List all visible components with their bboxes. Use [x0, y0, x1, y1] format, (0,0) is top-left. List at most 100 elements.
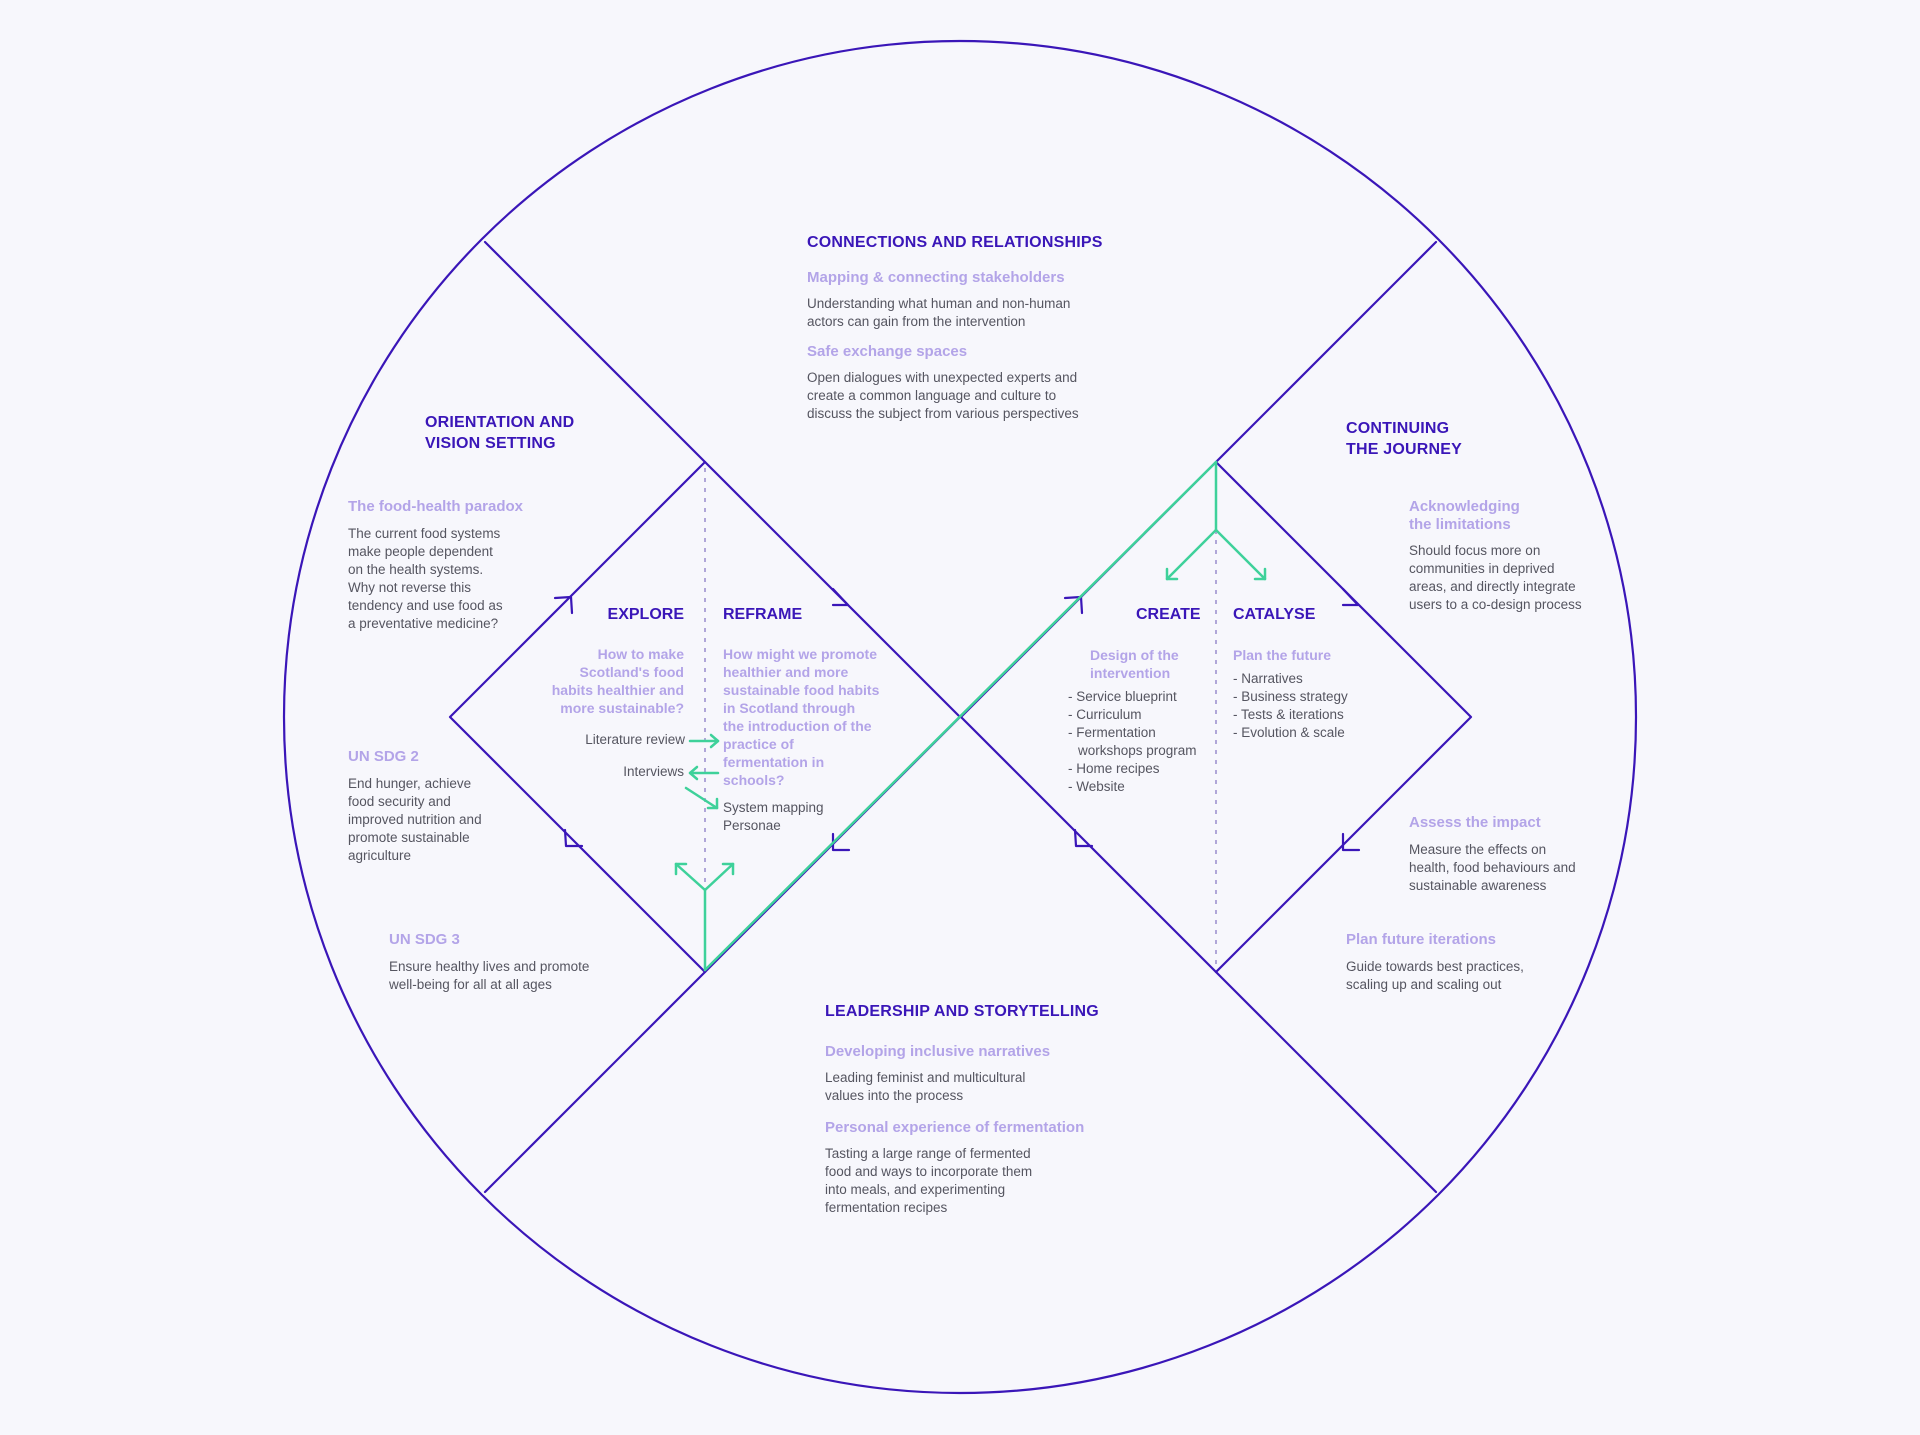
edge-arrow-icon: [1341, 832, 1361, 852]
arrow-icon: [674, 862, 688, 876]
list-item: Home recipes: [1068, 760, 1197, 778]
list-item: Fermentation: [1068, 724, 1197, 742]
body-line: well-being for all at all ages: [389, 977, 552, 992]
acknowledging-limitations-block: Acknowledging the limitations Should foc…: [1409, 498, 1619, 614]
arrow-right-icon: [709, 733, 720, 749]
divider-bottom-left: [483, 970, 707, 1194]
body-line: food security and: [348, 794, 451, 809]
assess-impact-subtitle: Assess the impact: [1409, 814, 1541, 831]
body-line: communities in deprived: [1409, 561, 1555, 576]
arrow-icon: [706, 797, 719, 810]
body-line: sustainable awareness: [1409, 878, 1547, 893]
question-line: practice of: [723, 736, 794, 752]
edge-arrow-icon: [831, 832, 851, 852]
question-line: fermentation in: [723, 754, 825, 770]
create-items: Service blueprint Curriculum Fermentatio…: [1068, 688, 1197, 796]
leadership-section: LEADERSHIP AND STORYTELLING Developing i…: [825, 1001, 1145, 1217]
reframe-label: REFRAME: [723, 606, 803, 623]
body-line: Open dialogues with unexpected experts a…: [807, 370, 1078, 385]
divider-top-right: [1214, 240, 1438, 464]
question-line: in Scotland through: [723, 700, 856, 716]
fork-left-b: [703, 862, 735, 892]
connections-section: CONNECTIONS AND RELATIONSHIPS Mapping & …: [807, 232, 1137, 423]
explore-question: How to make Scotland's food habits healt…: [520, 645, 684, 717]
body-line: End hunger, achieve: [348, 776, 472, 791]
list-item: Narratives: [1233, 670, 1348, 688]
body-line: The current food systems: [348, 526, 501, 541]
question-line: the introduction of the: [723, 718, 872, 734]
explore-label: EXPLORE: [607, 606, 684, 623]
body-line: Tasting a large range of fermented: [825, 1146, 1031, 1161]
assess-impact-block: Assess the impact Measure the effects on…: [1409, 814, 1619, 895]
acknowledging-limitations-subtitle: Acknowledging the limitations: [1409, 498, 1619, 534]
list-item: Business strategy: [1233, 688, 1348, 706]
body-line: health, food behaviours and: [1409, 860, 1576, 875]
body-line: values into the process: [825, 1088, 964, 1103]
un-sdg-3-subtitle: UN SDG 3: [389, 931, 460, 948]
body-line: tendency and use food as: [348, 598, 503, 613]
body-line: into meals, and experimenting: [825, 1182, 1006, 1197]
question-line: How might we promote: [723, 646, 877, 662]
method-item: System mapping: [723, 800, 824, 815]
list-item: Evolution & scale: [1233, 724, 1348, 742]
question-line: sustainable food habits: [723, 682, 880, 698]
catalyse-label: CATALYSE: [1233, 606, 1316, 623]
continuing-title: CONTINUING THE JOURNEY: [1346, 418, 1462, 460]
edge-arrow-icon: [553, 595, 574, 615]
title-line: ORIENTATION AND: [425, 414, 575, 431]
body-line: food and ways to incorporate them: [825, 1164, 1033, 1179]
plan-future-iterations-subtitle: Plan future iterations: [1346, 931, 1497, 948]
food-health-paradox-subtitle: The food-health paradox: [348, 498, 524, 515]
un-sdg-2-block: UN SDG 2 End hunger, achieve food securi…: [348, 748, 548, 865]
body-line: Guide towards best practices,: [1346, 959, 1524, 974]
question-line: schools?: [723, 772, 785, 788]
create-label: CREATE: [1136, 606, 1201, 623]
connections-item-1-subtitle: Mapping & connecting stakeholders: [807, 269, 1065, 286]
question-line: habits healthier and: [551, 682, 684, 698]
body-line: on the health systems.: [348, 562, 484, 577]
list-item: Service blueprint: [1068, 688, 1197, 706]
body-line: promote sustainable: [348, 830, 470, 845]
fork-right-b: [1214, 528, 1267, 581]
subtitle-line: Acknowledging: [1409, 498, 1520, 515]
edge-arrow-icon: [563, 828, 584, 848]
body-line: Leading feminist and multicultural: [825, 1070, 1026, 1085]
interviews-label: Interviews: [623, 764, 684, 779]
body-line: a preventative medicine?: [348, 616, 499, 631]
body-line: Should focus more on: [1409, 543, 1541, 558]
body-line: agriculture: [348, 848, 412, 863]
food-health-paradox-block: The food-health paradox The current food…: [348, 498, 548, 633]
connections-item-2-subtitle: Safe exchange spaces: [807, 343, 968, 360]
title-line: CONTINUING: [1346, 420, 1450, 437]
arrow-icon: [721, 862, 735, 876]
body-line: users to a co-design process: [1409, 597, 1582, 612]
body-line: areas, and directly integrate: [1409, 579, 1576, 594]
list-item-continuation: workshops program: [1078, 743, 1197, 758]
divider-bottom-right: [1214, 970, 1438, 1194]
question-line: healthier and more: [723, 664, 849, 680]
edge-arrow-icon: [1341, 587, 1360, 607]
title-line: THE JOURNEY: [1346, 441, 1462, 458]
body-line: improved nutrition and: [348, 812, 482, 827]
list-item: Website: [1068, 778, 1197, 796]
orientation-title: ORIENTATION AND VISION SETTING: [425, 412, 574, 454]
question-line: How to make: [597, 646, 684, 662]
arrow-icon: [1253, 567, 1267, 581]
plan-future-iterations-block: Plan future iterations Guide towards bes…: [1346, 931, 1576, 994]
subtitle-line: Design of the: [1090, 647, 1179, 663]
diamond-left: [448, 460, 962, 974]
outer-circle: [282, 39, 1638, 1395]
journey-path: [703, 460, 1218, 972]
leadership-title: LEADERSHIP AND STORYTELLING: [825, 1003, 1099, 1020]
fork-right-a: [1165, 528, 1218, 581]
arrow-left-icon: [688, 765, 699, 781]
list-item: workshops program: [1068, 742, 1197, 760]
list-item: Curriculum: [1068, 706, 1197, 724]
reframe-methods: System mapping Personae: [723, 799, 824, 835]
catalyse-subtitle: Plan the future: [1233, 647, 1332, 663]
diamond-right: [959, 460, 1473, 974]
divider-top-left: [483, 240, 707, 464]
subtitle-line: intervention: [1090, 665, 1171, 681]
literature-review-label: Literature review: [585, 732, 685, 747]
